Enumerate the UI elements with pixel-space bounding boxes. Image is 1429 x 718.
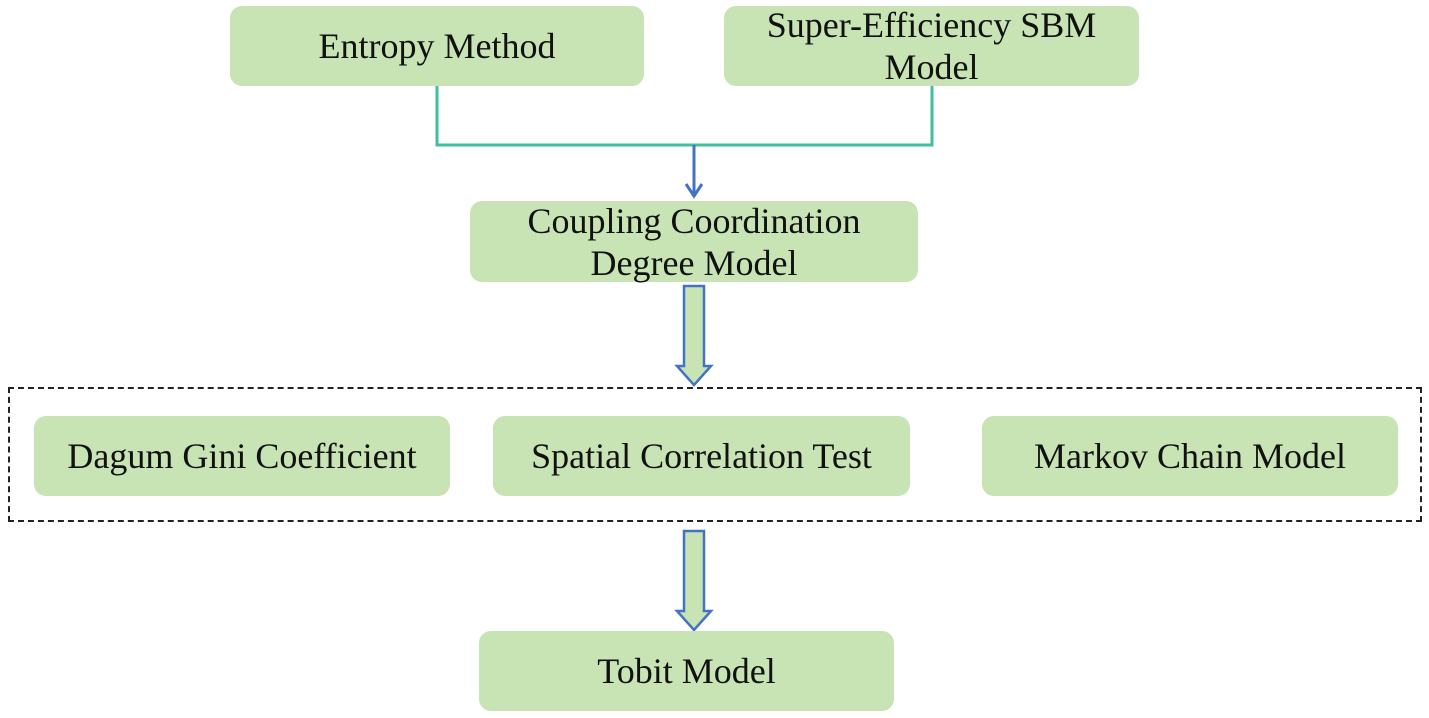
block-arrow-to-group <box>674 284 714 387</box>
spatial-correlation-label: Spatial Correlation Test <box>531 436 872 476</box>
coupling-coordination-box: Coupling Coordination Degree Model <box>470 200 918 283</box>
super-efficiency-sbm-box: Super-Efficiency SBM Model <box>724 5 1139 87</box>
spatial-correlation-box: Spatial Correlation Test <box>493 416 910 496</box>
merge-connector <box>435 86 934 147</box>
entropy-method-label: Entropy Method <box>318 26 556 66</box>
coupling-coordination-label-line1: Coupling Coordination <box>527 200 861 241</box>
arrow-to-coupling-head <box>684 183 704 199</box>
markov-chain-label: Markov Chain Model <box>1034 436 1346 476</box>
super-efficiency-sbm-label-line2: Model <box>884 47 979 87</box>
dagum-gini-label: Dagum Gini Coefficient <box>67 436 417 476</box>
tobit-model-label: Tobit Model <box>597 651 776 691</box>
analysis-methods-group-border <box>8 387 1422 522</box>
tobit-model-box: Tobit Model <box>479 631 894 711</box>
entropy-method-box: Entropy Method <box>230 6 644 86</box>
dagum-gini-box: Dagum Gini Coefficient <box>34 416 450 496</box>
block-arrow-to-tobit <box>674 529 714 632</box>
markov-chain-box: Markov Chain Model <box>982 416 1398 496</box>
super-efficiency-sbm-label-line1: Super-Efficiency SBM <box>766 5 1097 45</box>
coupling-coordination-label-line2: Degree Model <box>590 242 798 283</box>
